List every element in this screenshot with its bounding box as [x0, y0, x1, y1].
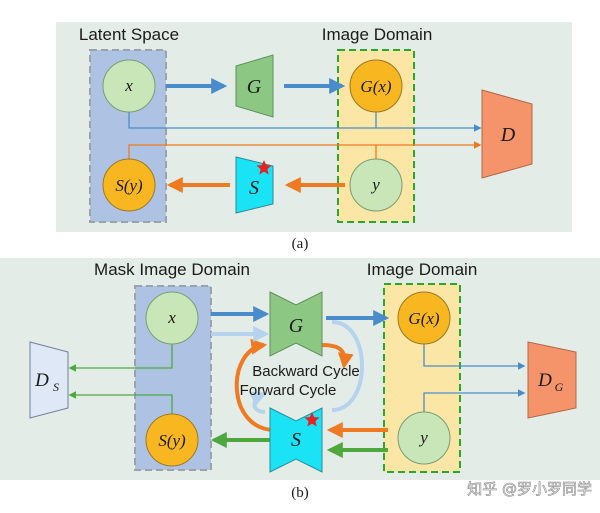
node-gx-a-label: G(x): [360, 77, 391, 96]
backward-cycle-left: [234, 338, 276, 432]
node-y-b-label: y: [418, 428, 428, 447]
discriminator-ds-subscript: S: [53, 380, 59, 394]
generator-g-a: [235, 54, 274, 118]
mask-image-domain-title: Mask Image Domain: [94, 260, 250, 279]
generator-g-b-label: G: [289, 315, 304, 337]
forward-cycle-label: Forward Cycle: [240, 382, 337, 399]
generator-g-a-label: G: [247, 76, 262, 98]
gx-to-dg-line: [423, 344, 526, 370]
node-x-a: [102, 59, 156, 113]
node-sy-a-label: S(y): [115, 176, 143, 195]
backward-cycle-label: Backward Cycle: [252, 363, 360, 380]
discriminator-dg-label: D: [537, 370, 552, 391]
discriminator-d: [481, 89, 533, 179]
image-domain-title-b: Image Domain: [367, 260, 478, 279]
caption-b: (b): [291, 485, 309, 501]
image-domain-title-a: Image Domain: [322, 25, 433, 44]
node-y-a: [349, 158, 403, 212]
forward-cycle-left: [249, 391, 267, 414]
node-gx-b: [397, 291, 451, 345]
sy-to-ds-line: [68, 391, 173, 414]
sy-to-d-line: [128, 141, 482, 160]
x-to-ds-line: [68, 344, 173, 372]
watermark: 知乎 @罗小罗同学: [467, 480, 592, 498]
node-y-b: [397, 411, 451, 465]
node-sy-b-label: S(y): [158, 431, 186, 450]
discriminator-dg: [527, 341, 577, 419]
node-x-b-label: x: [167, 308, 176, 327]
discriminator-d-label: D: [500, 124, 516, 146]
y-to-dg-line: [423, 389, 526, 414]
generator-s-a-label: S: [249, 177, 259, 199]
forward-cycle-right: [331, 320, 364, 412]
star-icon: [304, 412, 320, 427]
node-gx-b-label: G(x): [408, 309, 439, 328]
node-gx-a: [349, 59, 403, 113]
generator-g-b: [269, 291, 323, 357]
generator-s-b-label: S: [291, 429, 301, 451]
x-to-d-line: [128, 112, 482, 132]
caption-a: (a): [292, 236, 309, 252]
node-x-a-label: x: [124, 76, 133, 95]
node-sy-a: [102, 158, 156, 212]
discriminator-dg-subscript: G: [555, 380, 564, 394]
discriminator-ds-label: D: [34, 370, 49, 391]
backward-cycle-right: [321, 343, 354, 370]
node-x-b: [145, 291, 199, 345]
discriminator-ds: [29, 341, 69, 419]
latent-space-title: Latent Space: [79, 25, 179, 44]
node-sy-b: [145, 413, 199, 467]
node-y-a-label: y: [370, 175, 380, 194]
star-icon: [256, 160, 272, 175]
